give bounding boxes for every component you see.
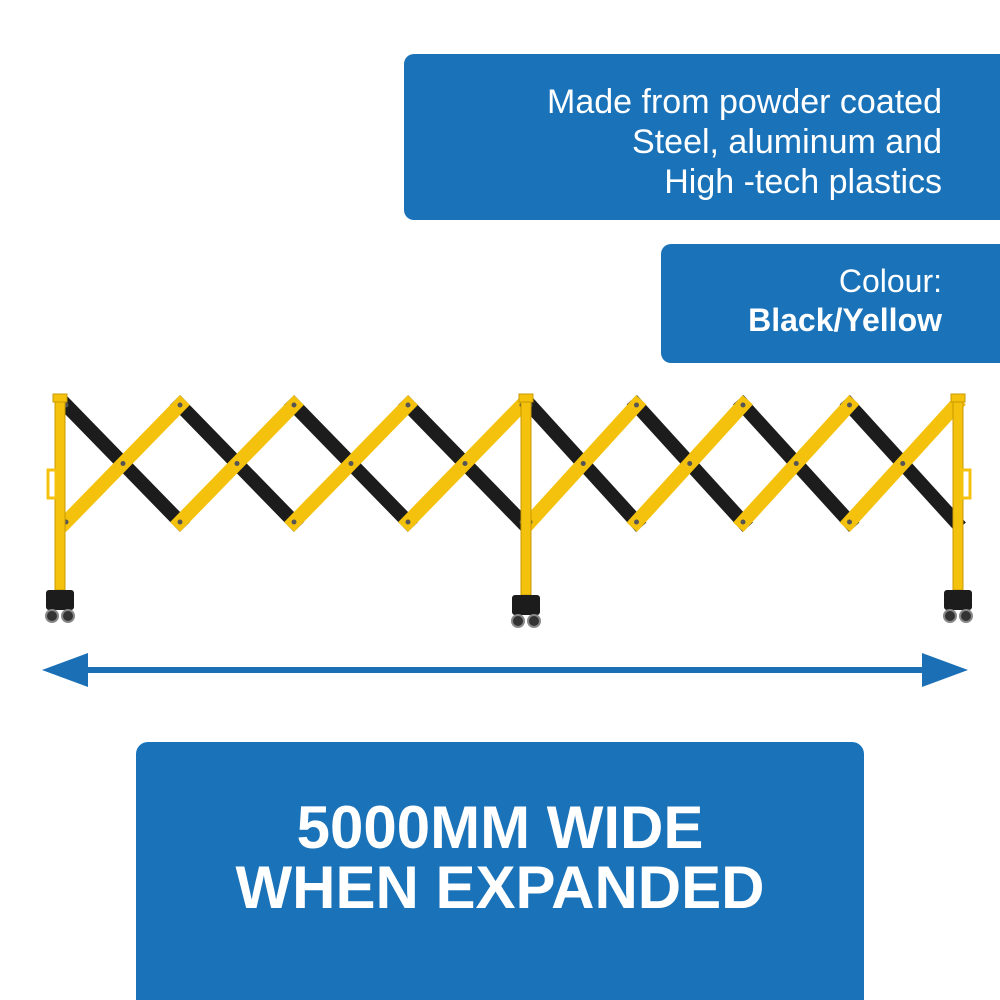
material-line-1: Made from powder coated	[547, 83, 942, 121]
gate-rivet	[291, 519, 297, 525]
gate-rivet	[348, 461, 354, 466]
gate-hook	[46, 468, 58, 500]
gate-rivet	[405, 519, 411, 525]
gate-rivet	[177, 519, 183, 525]
gate-castor	[943, 609, 957, 623]
width-banner: 5000MM WIDE WHEN EXPANDED	[136, 742, 864, 1000]
material-line-2: Steel, aluminum and	[632, 123, 942, 161]
gate-post-cap	[950, 393, 966, 403]
arrow-head-left	[42, 653, 88, 687]
gate-rivet	[687, 461, 693, 466]
gate-rivet	[234, 461, 240, 466]
width-line-1: 5000MM WIDE	[296, 794, 704, 861]
gate-rivet	[291, 402, 297, 408]
colour-value: Black/Yellow	[748, 302, 942, 338]
gate-post-cap	[518, 393, 534, 403]
gate-rivet	[740, 402, 746, 408]
gate-rivet	[740, 519, 746, 525]
gate-castor	[61, 609, 75, 623]
gate-castor	[45, 609, 59, 623]
gate-rivet	[634, 402, 639, 408]
gate-rivet	[900, 461, 906, 466]
width-line-2: WHEN EXPANDED	[235, 854, 765, 921]
gate-castor	[527, 614, 541, 628]
gate-post	[520, 397, 532, 596]
gate-rivet	[793, 461, 799, 466]
material-line-3: High -tech plastics	[664, 163, 942, 201]
gate-base	[512, 595, 540, 615]
double-headed-arrow-icon	[42, 653, 968, 687]
gate-rivet	[580, 461, 586, 466]
gate-rivet	[120, 461, 126, 466]
gate-rivet	[634, 519, 639, 525]
gate-post-cap	[52, 393, 68, 403]
gate-rivet	[405, 402, 411, 408]
gate-base	[944, 590, 972, 610]
material-info-box: Made from powder coated Steel, aluminum …	[404, 54, 1000, 220]
gate-rivet	[177, 402, 183, 408]
gate-castor	[959, 609, 973, 623]
gate-castor	[511, 614, 525, 628]
gate-rivet	[847, 519, 852, 525]
gate-rivet	[847, 402, 852, 408]
gate-drawing	[45, 393, 973, 628]
expandable-barrier-gate-icon	[45, 393, 973, 628]
arrow-head-right	[922, 653, 968, 687]
gate-rivet	[462, 461, 468, 466]
gate-base	[46, 590, 74, 610]
gate-hook	[960, 468, 972, 500]
colour-info-box: Colour: Black/Yellow	[661, 244, 1000, 363]
colour-label: Colour:	[838, 263, 942, 299]
